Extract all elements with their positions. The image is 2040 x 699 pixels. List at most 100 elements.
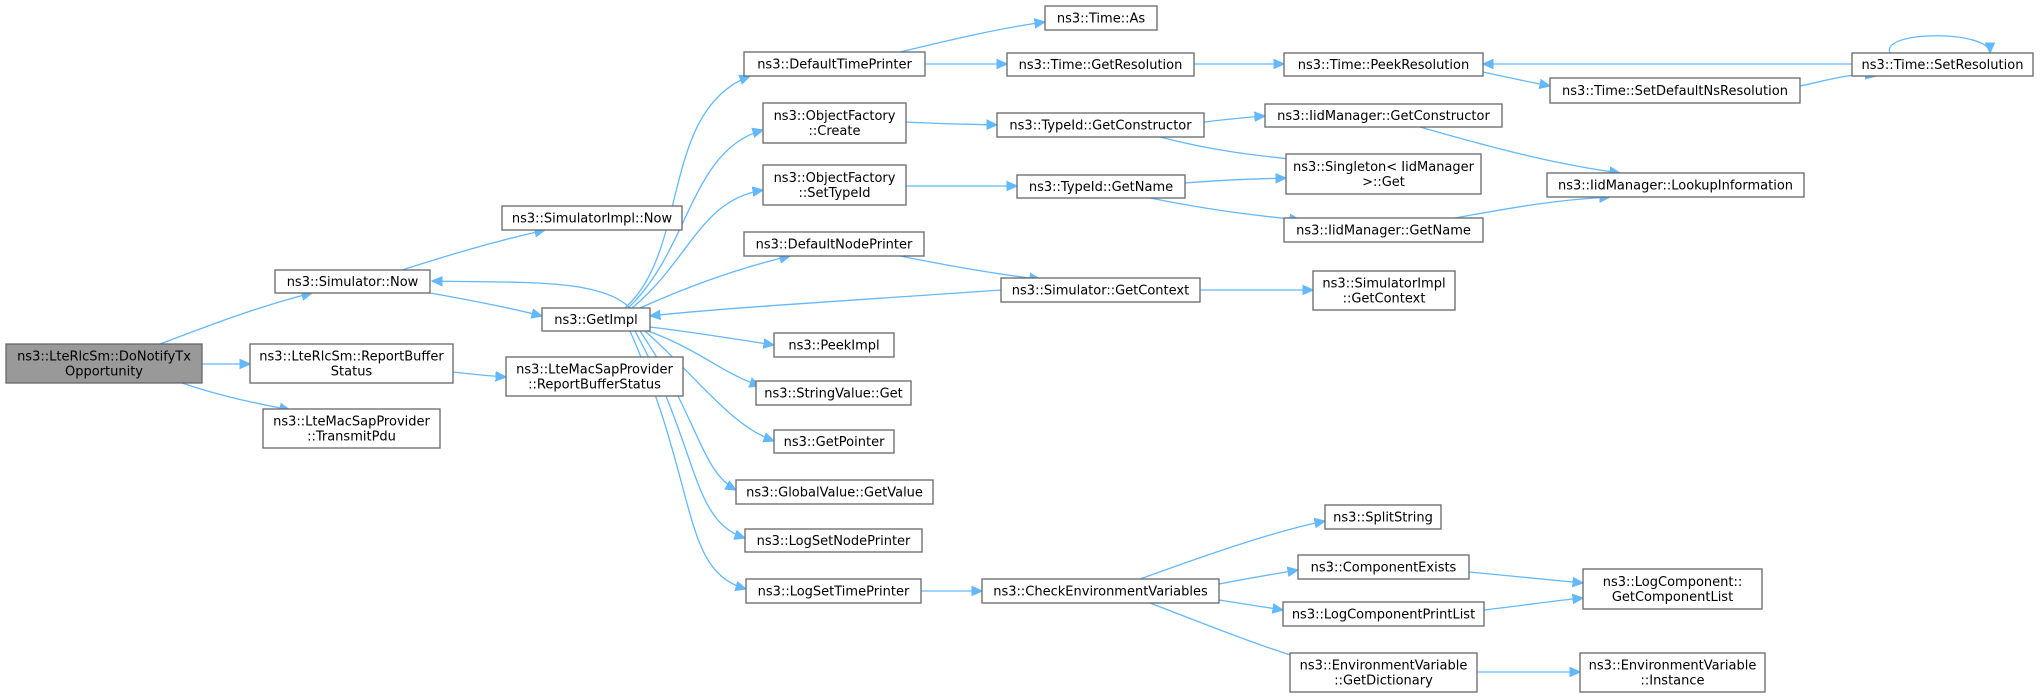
node-label: ns3::LteMacSapProvider <box>516 363 673 378</box>
node-tidgetname[interactable]: ns3::TypeId::GetName <box>1016 174 1186 199</box>
node-splitstr[interactable]: ns3::SplitString <box>1324 504 1442 530</box>
node-simimplnow[interactable]: ns3::SimulatorImpl::Now <box>501 205 683 231</box>
node-setdefns[interactable]: ns3::Time::SetDefaultNsResolution <box>1549 77 1801 104</box>
node-setres[interactable]: ns3::Time::SetResolution <box>1851 52 2034 77</box>
edge-setres-to-setres <box>1889 35 1990 53</box>
node-label: ::GetContext <box>1343 292 1426 307</box>
node-peekimpl[interactable]: ns3::PeekImpl <box>773 332 895 358</box>
node-checkenv[interactable]: ns3::CheckEnvironmentVariables <box>981 578 1220 604</box>
node-label: ns3::Singleton< IidManager <box>1293 160 1475 175</box>
node-label: ns3::LteRlcSm::DoNotifyTx <box>17 350 191 365</box>
node-label: ::ReportBufferStatus <box>528 378 661 393</box>
node-box <box>762 164 907 206</box>
node-iidgetname[interactable]: ns3::IidManager::GetName <box>1283 217 1484 243</box>
edge-getimpl-to-simnow <box>432 281 631 309</box>
node-box <box>981 578 1220 604</box>
node-label: ns3::TypeId::GetConstructor <box>1009 119 1192 134</box>
node-envinst[interactable]: ns3::EnvironmentVariable::Instance <box>1579 652 1766 693</box>
node-box <box>1016 174 1186 199</box>
node-timeas[interactable]: ns3::Time::As <box>1044 5 1158 31</box>
node-box <box>1282 601 1485 627</box>
edge-simnow-to-simimplnow <box>401 230 545 271</box>
node-iidgetctor[interactable]: ns3::IidManager::GetConstructor <box>1264 103 1503 128</box>
node-gvget[interactable]: ns3::GlobalValue::GetValue <box>735 479 934 505</box>
node-label: ns3::DefaultNodePrinter <box>756 238 913 253</box>
node-singleton[interactable]: ns3::Singleton< IidManager>::Get <box>1285 153 1482 195</box>
node-label: ns3::GlobalValue::GetValue <box>746 486 923 501</box>
node-box <box>1006 52 1195 77</box>
node-box <box>743 51 926 77</box>
edge-root-to-simnow <box>159 293 312 345</box>
node-logcompprint[interactable]: ns3::LogComponentPrintList <box>1282 601 1485 627</box>
node-iidlookup[interactable]: ns3::IidManager::LookupInformation <box>1546 172 1805 198</box>
node-label: ::Instance <box>1640 674 1704 689</box>
edges-layer <box>159 22 1990 672</box>
node-envdict[interactable]: ns3::EnvironmentVariable::GetDictionary <box>1289 652 1478 693</box>
nodes-layer: ns3::LteRlcSm::DoNotifyTxOpportunityns3:… <box>5 5 2034 693</box>
node-box <box>249 343 454 384</box>
node-logcompgcl[interactable]: ns3::LogComponent::GetComponentList <box>1582 568 1763 610</box>
node-label: ns3::StringValue::Get <box>764 387 902 402</box>
node-box <box>505 356 684 397</box>
node-getimpl[interactable]: ns3::GetImpl <box>541 307 651 332</box>
node-label: ns3::IidManager::GetConstructor <box>1277 109 1490 124</box>
edge-tidgetctor-to-singleton <box>1159 136 1300 160</box>
edge-getimpl-to-gvget <box>639 330 736 490</box>
node-label: ns3::GetImpl <box>554 313 638 328</box>
node-lsnp[interactable]: ns3::LogSetNodePrinter <box>744 528 923 553</box>
node-macrbs[interactable]: ns3::LteMacSapProvider::ReportBufferStat… <box>505 356 684 397</box>
node-box <box>1044 5 1158 31</box>
node-box <box>541 307 651 332</box>
node-label: ns3::LteMacSapProvider <box>273 415 430 430</box>
node-box <box>1579 652 1766 693</box>
node-dnp[interactable]: ns3::DefaultNodePrinter <box>743 231 925 257</box>
node-timegetres[interactable]: ns3::Time::GetResolution <box>1006 52 1195 77</box>
node-box <box>1582 568 1763 610</box>
edge-rpbuf-to-macrbs <box>452 372 506 377</box>
node-dtp[interactable]: ns3::DefaultTimePrinter <box>743 51 926 77</box>
node-box <box>1546 172 1805 198</box>
node-simimplctx[interactable]: ns3::SimulatorImpl::GetContext <box>1312 270 1456 311</box>
node-rpbuf[interactable]: ns3::LteRlcSm::ReportBufferStatus <box>249 343 454 384</box>
node-label: ns3::LogSetTimePrinter <box>758 585 910 600</box>
node-label: ns3::Time::PeekResolution <box>1298 58 1469 73</box>
node-tidgetctor[interactable]: ns3::TypeId::GetConstructor <box>996 112 1205 138</box>
node-label: ::SetTypeId <box>798 186 870 201</box>
edge-tidgetctor-to-iidgetctor <box>1203 116 1265 123</box>
edge-ofcreate-to-tidgetctor <box>905 122 997 125</box>
node-getptr[interactable]: ns3::GetPointer <box>773 429 895 454</box>
edge-peekres-to-setdefns <box>1482 71 1550 86</box>
node-ofcreate[interactable]: ns3::ObjectFactory::Create <box>762 102 907 144</box>
edge-tidgetname-to-iidgetname <box>1149 197 1300 220</box>
node-simnow[interactable]: ns3::Simulator::Now <box>274 269 431 294</box>
edge-getimpl-to-ofcreate <box>627 130 763 309</box>
node-peekres[interactable]: ns3::Time::PeekResolution <box>1283 52 1484 77</box>
node-box <box>773 332 895 358</box>
node-box <box>5 343 203 384</box>
node-box <box>1549 77 1801 104</box>
node-txpdu[interactable]: ns3::LteMacSapProvider::TransmitPdu <box>262 408 441 449</box>
node-box <box>1851 52 2034 77</box>
node-label: ns3::IidManager::LookupInformation <box>1558 179 1793 194</box>
node-simgetctx[interactable]: ns3::Simulator::GetContext <box>1000 277 1201 303</box>
node-compexists[interactable]: ns3::ComponentExists <box>1297 554 1470 580</box>
edge-checkenv-to-logcompprint <box>1218 599 1283 610</box>
node-box <box>274 269 431 294</box>
node-box <box>755 380 912 406</box>
node-lstp[interactable]: ns3::LogSetTimePrinter <box>745 578 922 604</box>
node-label: ns3::SimulatorImpl <box>1322 277 1445 292</box>
node-label: ::TransmitPdu <box>307 430 396 445</box>
edge-getimpl-to-dtp <box>624 76 750 309</box>
node-label: ns3::LteRlcSm::ReportBuffer <box>259 350 444 365</box>
node-label: ::Create <box>809 124 861 139</box>
node-label: >::Get <box>1362 175 1405 190</box>
node-box <box>743 231 925 257</box>
node-label: ns3::ComponentExists <box>1311 561 1457 576</box>
node-ofsettid[interactable]: ns3::ObjectFactory::SetTypeId <box>762 164 907 206</box>
node-label: ns3::TypeId::GetName <box>1029 180 1173 195</box>
node-label: ns3::Time::SetDefaultNsResolution <box>1562 84 1788 99</box>
node-svget[interactable]: ns3::StringValue::Get <box>755 380 912 406</box>
node-label: ns3::Time::SetResolution <box>1862 58 2024 73</box>
